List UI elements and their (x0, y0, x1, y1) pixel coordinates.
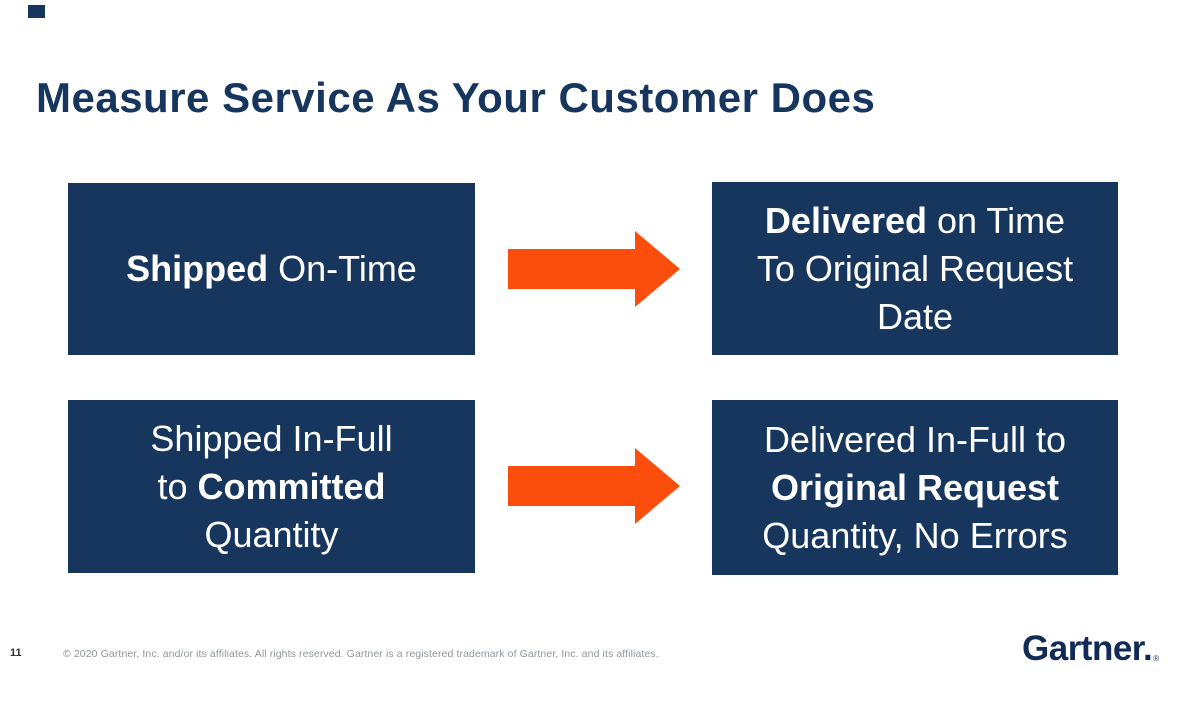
flow-box-line: to Committed (157, 465, 386, 507)
flow-box-line: Delivered on Time (764, 199, 1066, 241)
arrow-right-icon (508, 448, 680, 524)
registered-trademark-icon: ® (1153, 654, 1160, 663)
corner-accent-square (28, 5, 45, 18)
copyright-text: © 2020 Gartner, Inc. and/or its affiliat… (63, 648, 659, 660)
flow-box-line: Delivered In-Full to (763, 418, 1067, 460)
flow-box-line: Date (876, 295, 954, 337)
flow-box-line: Quantity, No Errors (762, 514, 1068, 556)
flow-box-line: Quantity (204, 513, 339, 555)
slide-title: Measure Service As Your Customer Does (36, 74, 876, 122)
flow-box-line: To Original Request (756, 247, 1074, 289)
gartner-wordmark: Gartner. (1022, 629, 1153, 668)
flow-box-line: Original Request (770, 466, 1060, 508)
flow-box-shipped-on-time: Shipped On-Time (68, 183, 475, 355)
footer: 11 © 2020 Gartner, Inc. and/or its affil… (0, 645, 1186, 665)
flow-box-line: Shipped In-Full (150, 417, 393, 459)
flow-box-line: Shipped On-Time (126, 248, 417, 289)
arrow-right-icon (508, 231, 680, 307)
gartner-logo: Gartner. ® (1022, 630, 1159, 666)
page-number: 11 (10, 647, 22, 659)
